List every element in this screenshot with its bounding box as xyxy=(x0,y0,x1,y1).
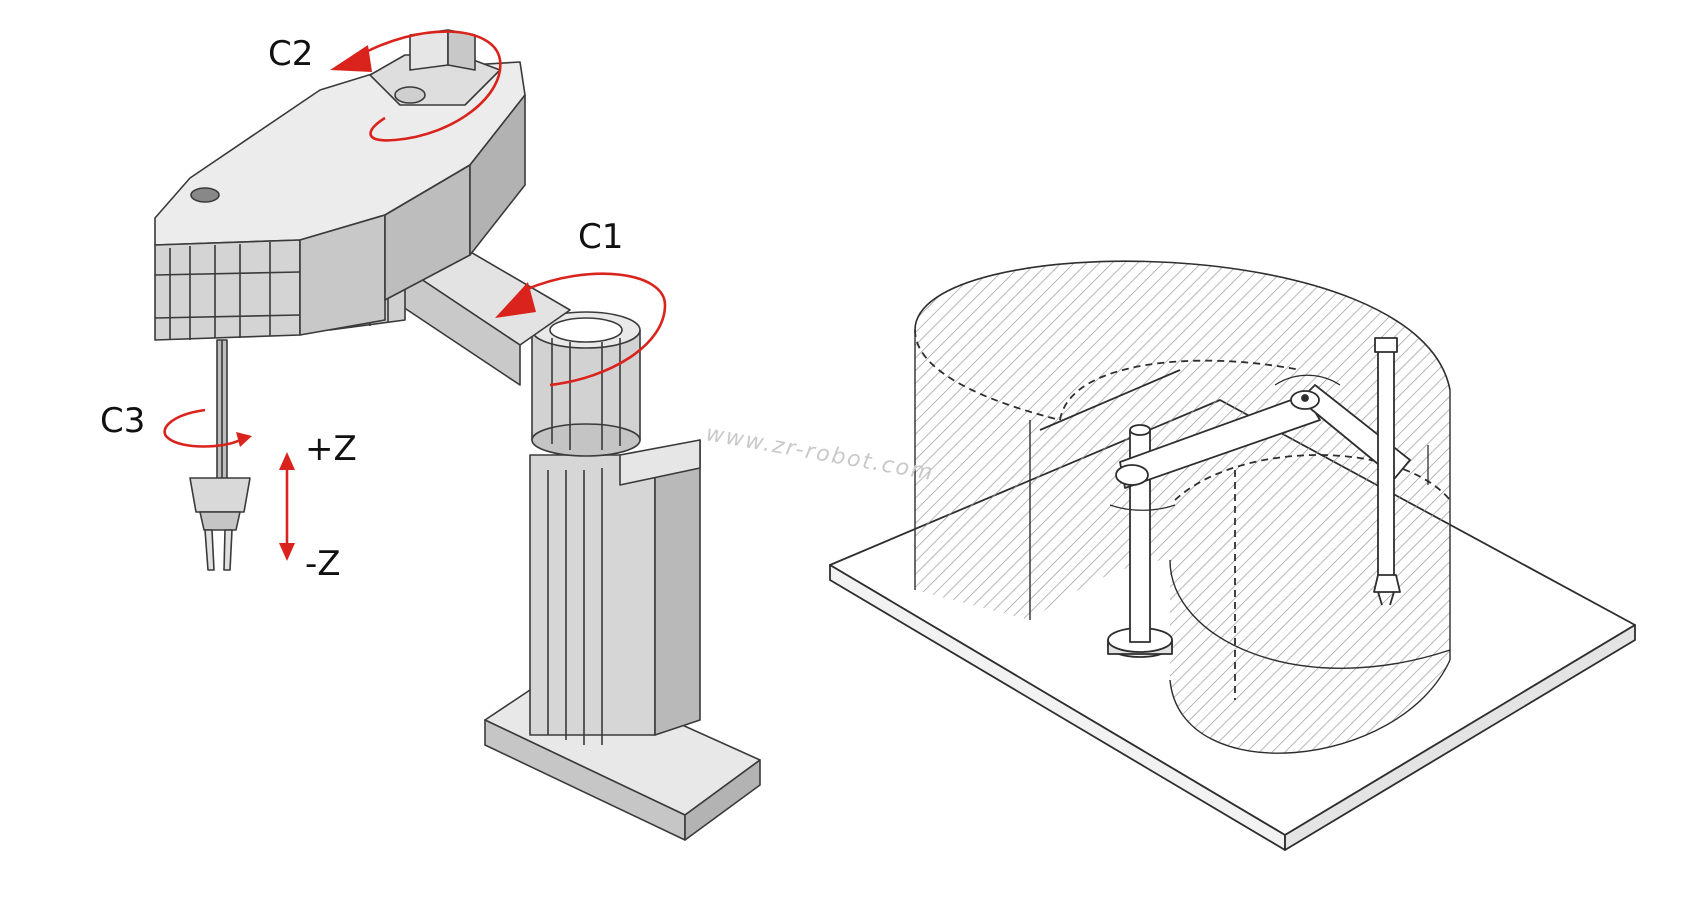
axis-labels: C2 C1 C3 +Z -Z xyxy=(100,34,623,584)
c1-rotation-arrow xyxy=(495,272,667,387)
watermark-text: www.zr-robot.com xyxy=(704,421,936,486)
motion-annotations xyxy=(163,30,667,561)
shoulder-joint xyxy=(531,311,641,457)
scara-workspace-diagram xyxy=(829,260,1636,851)
label-c2: C2 xyxy=(268,34,313,74)
gripper xyxy=(189,477,251,571)
label-c1: C1 xyxy=(578,217,623,257)
c3-rotation-arrow xyxy=(163,408,252,448)
outer-arm-housing xyxy=(154,29,526,341)
c2-rotation-arrow xyxy=(330,30,502,142)
label-plus-z: +Z xyxy=(305,429,357,469)
workspace-motion-arrows xyxy=(1109,374,1429,511)
column xyxy=(529,439,701,745)
reachable-workspace-volume xyxy=(914,260,1451,754)
label-c3: C3 xyxy=(100,401,145,441)
z-axis-arrow xyxy=(279,452,295,561)
scara-robot-3d-model xyxy=(154,29,761,841)
workspace-robot-arms xyxy=(1115,384,1411,489)
label-minus-z: -Z xyxy=(305,544,341,584)
spline-shaft xyxy=(216,339,228,481)
workspace-spline-gripper xyxy=(1373,337,1401,606)
